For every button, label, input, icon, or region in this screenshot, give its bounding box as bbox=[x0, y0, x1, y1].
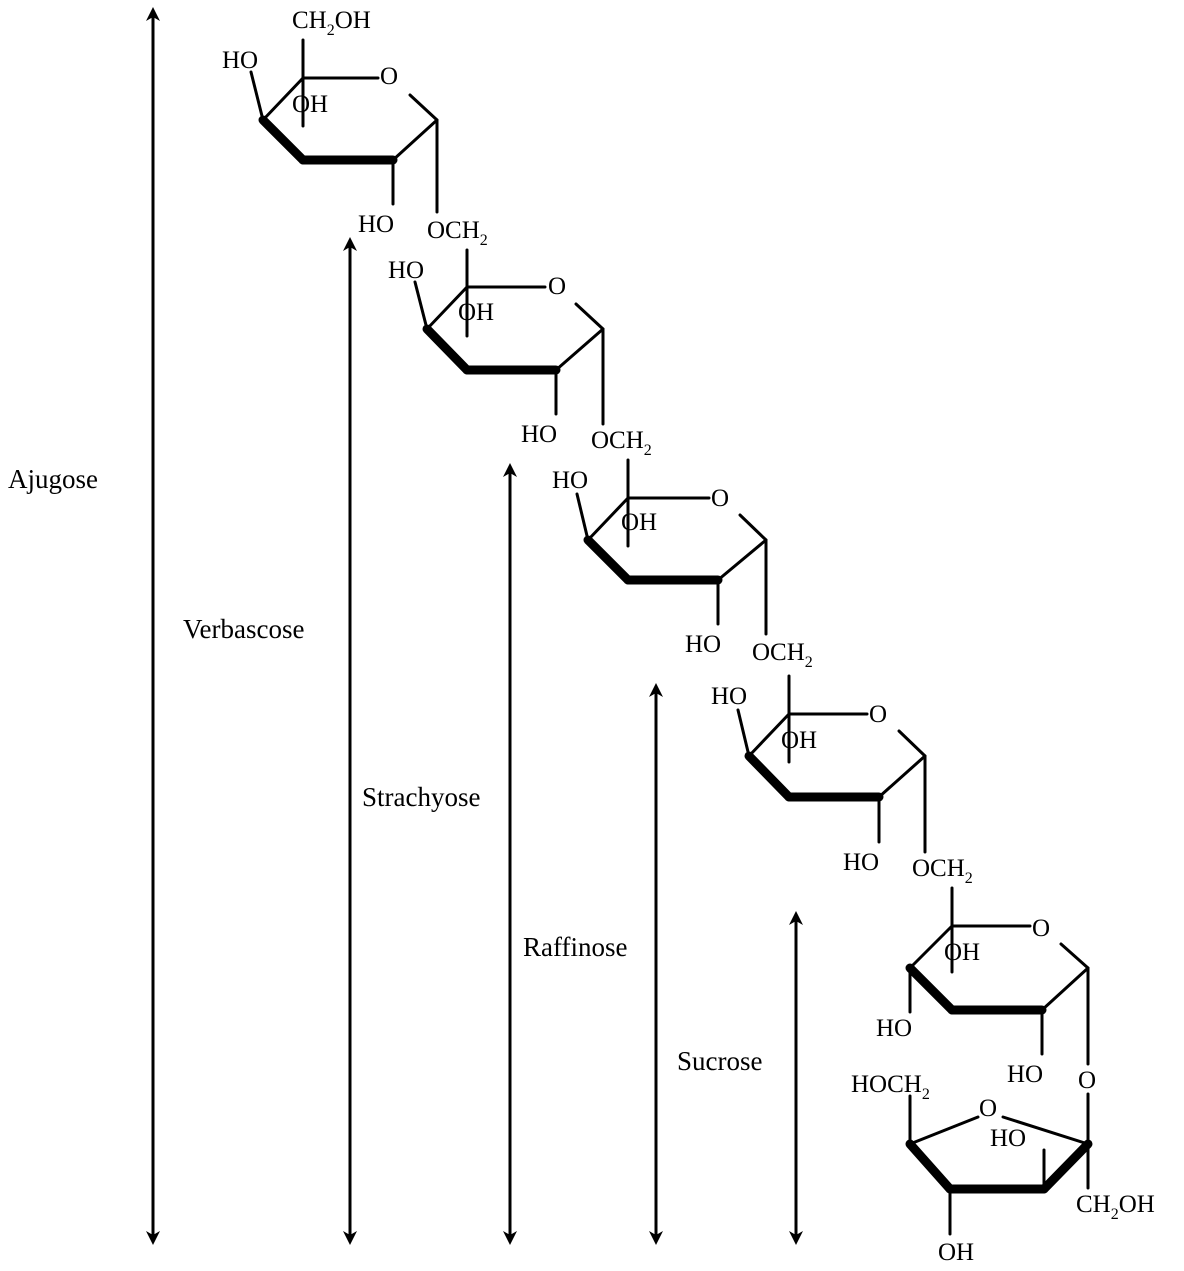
ring-oxygen: O bbox=[1032, 915, 1050, 942]
hydroxyl: OH bbox=[292, 91, 328, 118]
glycosidic-linker: OCH2 bbox=[752, 639, 813, 671]
hydroxyl: HO bbox=[876, 1015, 912, 1042]
hydroxyl: HO bbox=[388, 257, 424, 284]
galactose-ring-3: O HO OH HO OCH2 bbox=[552, 458, 813, 671]
label-sucrose: Sucrose bbox=[677, 1046, 762, 1076]
hydroxyl: HO bbox=[521, 421, 557, 448]
ring-oxygen: O bbox=[869, 701, 887, 728]
glycosidic-linker: OCH2 bbox=[591, 427, 652, 459]
galactose-ring-4: O HO OH HO OCH2 bbox=[711, 674, 973, 887]
label-ajugose: Ajugose bbox=[8, 464, 98, 494]
series-arrows bbox=[146, 6, 803, 1245]
hydroxyl: HO bbox=[990, 1125, 1026, 1152]
ring-oxygen: O bbox=[711, 485, 729, 512]
glucose-ring: O OH HO HO O bbox=[876, 886, 1096, 1144]
hydroxyl: HO bbox=[552, 467, 588, 494]
hydroxyl: OH bbox=[944, 939, 980, 966]
hydroxyl: HO bbox=[843, 849, 879, 876]
hydroxymethyl: CH2OH bbox=[1076, 1191, 1155, 1223]
hydroxyl: OH bbox=[458, 299, 494, 326]
label-raffinose: Raffinose bbox=[523, 932, 627, 962]
hydroxyl: HO bbox=[1007, 1061, 1043, 1088]
galactose-ring-2: O HO OH HO OCH2 bbox=[388, 248, 652, 459]
hydroxymethyl: CH2OH bbox=[292, 7, 371, 39]
ring-oxygen: O bbox=[979, 1095, 997, 1122]
label-verbascose: Verbascose bbox=[183, 614, 304, 644]
ring-oxygen: O bbox=[548, 273, 566, 300]
hydroxymethyl: HOCH2 bbox=[851, 1071, 930, 1103]
glycosidic-linker: OCH2 bbox=[912, 855, 973, 887]
hydroxyl: OH bbox=[938, 1239, 974, 1266]
hydroxyl: HO bbox=[358, 211, 394, 238]
hydroxyl: OH bbox=[781, 727, 817, 754]
ring-oxygen: O bbox=[380, 63, 398, 90]
hydroxyl: HO bbox=[685, 631, 721, 658]
galactose-ring-1: O HO OH HO CH2OH OCH2 bbox=[222, 7, 488, 249]
hydroxyl: OH bbox=[621, 509, 657, 536]
label-strachyose: Strachyose bbox=[362, 782, 480, 812]
fructose-ring: O HOCH2 HO OH CH2OH bbox=[851, 1071, 1155, 1266]
hydroxyl: HO bbox=[711, 683, 747, 710]
hydroxyl: HO bbox=[222, 47, 258, 74]
glycosidic-linker: OCH2 bbox=[427, 217, 488, 249]
glycosidic-oxygen: O bbox=[1078, 1067, 1096, 1094]
